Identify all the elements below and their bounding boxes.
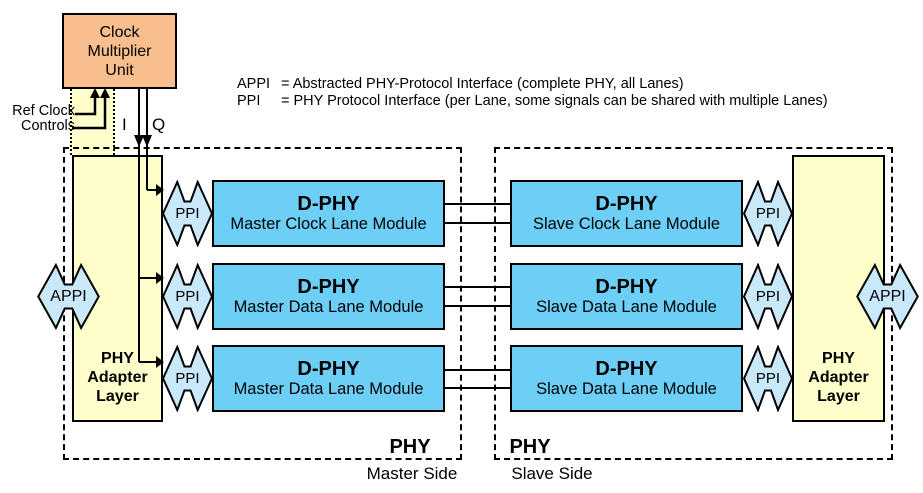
ref-clock-strip bbox=[70, 89, 115, 155]
ppi-label: PPI bbox=[755, 205, 781, 222]
slave-clock-lane-module: D-PHY Slave Clock Lane Module bbox=[510, 180, 743, 247]
slave-data-lane-module-1: D-PHY Slave Data Lane Module bbox=[510, 263, 743, 330]
ppi-label: PPI bbox=[175, 288, 200, 305]
double-arrow-icon bbox=[856, 263, 919, 330]
legend-term: APPI bbox=[237, 76, 271, 92]
legend: APPI = Abstracted PHY-Protocol Interface … bbox=[237, 76, 828, 109]
legend-line-appi: APPI = Abstracted PHY-Protocol Interface … bbox=[237, 76, 828, 93]
double-arrow-icon bbox=[743, 263, 793, 330]
ppi-arrow-slave-data2: PPI bbox=[743, 345, 793, 412]
q-arrowhead-icon bbox=[142, 135, 152, 147]
master-side-label: Master Side bbox=[366, 464, 458, 483]
master-phy-title: PHY bbox=[389, 436, 431, 458]
module-title: D-PHY bbox=[297, 276, 360, 298]
ppi-label: PPI bbox=[175, 205, 200, 222]
master-data-lane-module-2: D-PHY Master Data Lane Module bbox=[212, 345, 445, 412]
appi-label: APPI bbox=[50, 287, 87, 305]
slave-phy-title: PHY bbox=[509, 436, 551, 458]
ppi-arrow-slave-clock: PPI bbox=[743, 180, 793, 247]
legend-line-ppi: PPI = PHY Protocol Interface (per Lane, s… bbox=[237, 93, 828, 110]
master-data-lane-module-1: D-PHY Master Data Lane Module bbox=[212, 263, 445, 330]
double-arrow-icon bbox=[743, 345, 793, 412]
legend-term: PPI bbox=[237, 92, 261, 109]
appi-arrow-slave: APPI bbox=[856, 263, 919, 330]
ppi-arrow-master-data2: PPI bbox=[162, 345, 213, 412]
ppi-arrow-master-data1: PPI bbox=[162, 263, 213, 330]
ppi-label: PPI bbox=[755, 288, 781, 305]
module-subtitle: Master Data Lane Module bbox=[233, 298, 424, 316]
legend-definition: = PHY Protocol Interface (per Lane, some… bbox=[281, 92, 828, 109]
module-subtitle: Slave Data Lane Module bbox=[536, 380, 717, 398]
i-arrowhead-icon bbox=[134, 135, 144, 147]
module-subtitle: Slave Clock Lane Module bbox=[532, 215, 721, 233]
slave-side-label: Slave Side bbox=[511, 464, 593, 483]
legend-definition: = Abstracted PHY-Protocol Interface (com… bbox=[281, 76, 684, 92]
module-title: D-PHY bbox=[595, 193, 658, 215]
double-arrow-icon bbox=[743, 180, 793, 247]
double-arrow-icon bbox=[37, 263, 100, 330]
module-title: D-PHY bbox=[297, 193, 360, 215]
q-signal-label: Q bbox=[152, 115, 166, 134]
double-arrow-icon bbox=[162, 180, 213, 247]
clock-multiplier-unit: Clock Multiplier Unit bbox=[62, 13, 177, 89]
module-title: D-PHY bbox=[595, 358, 658, 380]
ppi-arrow-master-clock: PPI bbox=[162, 180, 213, 247]
slave-data-lane-module-2: D-PHY Slave Data Lane Module bbox=[510, 345, 743, 412]
ppi-label: PPI bbox=[755, 370, 781, 387]
module-subtitle: Master Data Lane Module bbox=[233, 380, 424, 398]
ppi-arrow-slave-data1: PPI bbox=[743, 263, 793, 330]
appi-arrow-master: APPI bbox=[37, 263, 100, 330]
master-clock-lane-module: D-PHY Master Clock Lane Module bbox=[212, 180, 445, 247]
module-title: D-PHY bbox=[595, 276, 658, 298]
i-signal-label: I bbox=[122, 115, 127, 134]
double-arrow-icon bbox=[162, 345, 213, 412]
appi-label: APPI bbox=[869, 287, 906, 305]
ref-clock-controls-label: Ref Clock Controls bbox=[12, 103, 75, 134]
double-arrow-icon bbox=[162, 263, 213, 330]
module-subtitle: Master Clock Lane Module bbox=[230, 215, 427, 233]
module-title: D-PHY bbox=[297, 358, 360, 380]
module-subtitle: Slave Data Lane Module bbox=[536, 298, 717, 316]
ppi-label: PPI bbox=[175, 370, 200, 387]
